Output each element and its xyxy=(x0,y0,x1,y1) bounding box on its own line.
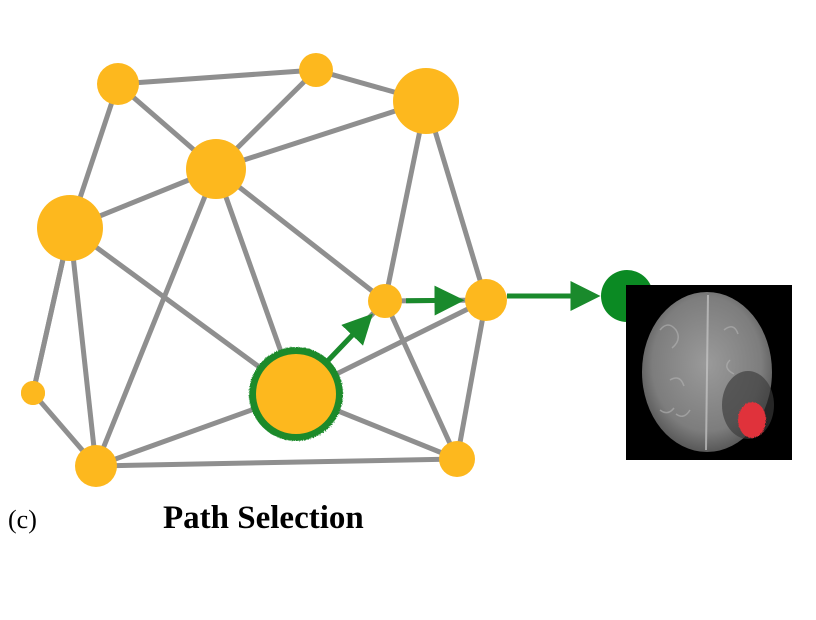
brain-scan-image xyxy=(626,285,792,460)
graph-edge xyxy=(95,456,458,469)
path-arrow xyxy=(405,285,465,316)
graph-node xyxy=(368,284,402,318)
graph-node xyxy=(37,195,103,261)
path-arrow xyxy=(324,313,373,364)
graph-node xyxy=(21,381,45,405)
graph-node xyxy=(439,441,475,477)
graph-edge xyxy=(382,100,429,302)
diagram-caption: Path Selection xyxy=(163,500,364,536)
graph-node xyxy=(186,139,246,199)
brain-midline xyxy=(705,294,709,451)
graph-edge xyxy=(215,98,427,172)
graph-edge xyxy=(67,227,99,467)
graph-edge xyxy=(214,167,387,303)
graph-node xyxy=(299,53,333,87)
graph-node xyxy=(393,68,459,134)
graph-node xyxy=(465,279,507,321)
tumor-lesion xyxy=(738,402,766,438)
selected-path-arrows xyxy=(324,285,465,364)
panel-label: (c) xyxy=(8,505,37,534)
graph-edge xyxy=(423,100,489,301)
graph-node xyxy=(97,63,139,105)
graph-nodes xyxy=(21,53,507,487)
graph-edge xyxy=(454,299,489,460)
graph-node xyxy=(256,354,336,434)
graph-edge xyxy=(117,67,317,87)
graph-edge xyxy=(93,168,219,467)
brain-sulci xyxy=(659,324,739,417)
graph-node xyxy=(75,445,117,487)
graph-edge xyxy=(382,299,460,461)
